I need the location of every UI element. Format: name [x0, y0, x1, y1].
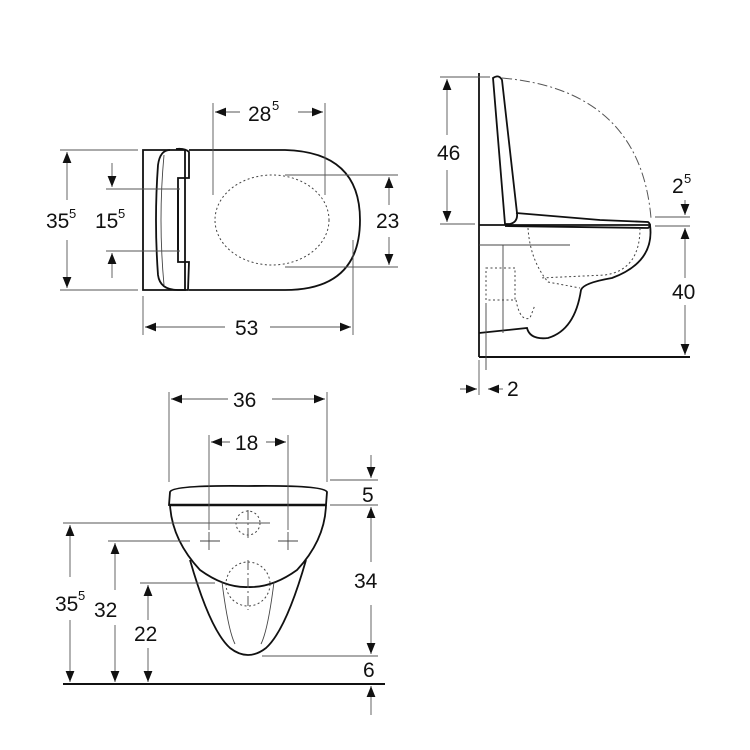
svg-text:5: 5 — [69, 206, 76, 221]
lid-swing-arc — [501, 77, 652, 219]
dim-34: 34 — [354, 570, 378, 593]
dim-35-5-front: 35 — [55, 593, 78, 616]
dim-2: 2 — [507, 378, 519, 401]
outlet-circle — [225, 561, 271, 607]
front-trap — [189, 559, 307, 656]
svg-text:5: 5 — [78, 588, 85, 603]
dim-32: 32 — [94, 599, 117, 622]
bowl-outline — [189, 149, 361, 291]
raised-lid — [492, 75, 519, 225]
bowl-opening — [214, 174, 330, 266]
dim-22: 22 — [134, 623, 157, 646]
dim-18: 18 — [235, 432, 258, 455]
dim-28-5: 28 — [248, 103, 271, 126]
dim-35-5-top: 35 — [46, 210, 69, 233]
dim-53: 53 — [235, 317, 258, 340]
hinge-block — [155, 147, 190, 291]
dim-15-5: 15 — [95, 210, 118, 233]
dim-36: 36 — [233, 389, 256, 412]
svg-text:5: 5 — [684, 171, 691, 186]
side-view: 46 2 5 40 2 — [437, 73, 695, 401]
top-view: 28 5 35 5 15 5 23 53 — [46, 98, 399, 340]
bolt-left — [200, 532, 220, 550]
dim-40: 40 — [672, 281, 695, 304]
front-seat — [168, 484, 328, 506]
dim-5: 5 — [362, 484, 374, 507]
dim-2-5: 2 — [672, 175, 684, 198]
dim-23: 23 — [376, 210, 399, 233]
svg-text:5: 5 — [272, 98, 279, 113]
bowl-side — [478, 224, 652, 340]
dim-6: 6 — [363, 659, 375, 682]
bolt-right — [278, 532, 298, 550]
front-view: 36 18 5 34 6 35 5 32 22 — [55, 389, 385, 715]
dim-46: 46 — [437, 142, 460, 165]
svg-text:5: 5 — [118, 206, 125, 221]
